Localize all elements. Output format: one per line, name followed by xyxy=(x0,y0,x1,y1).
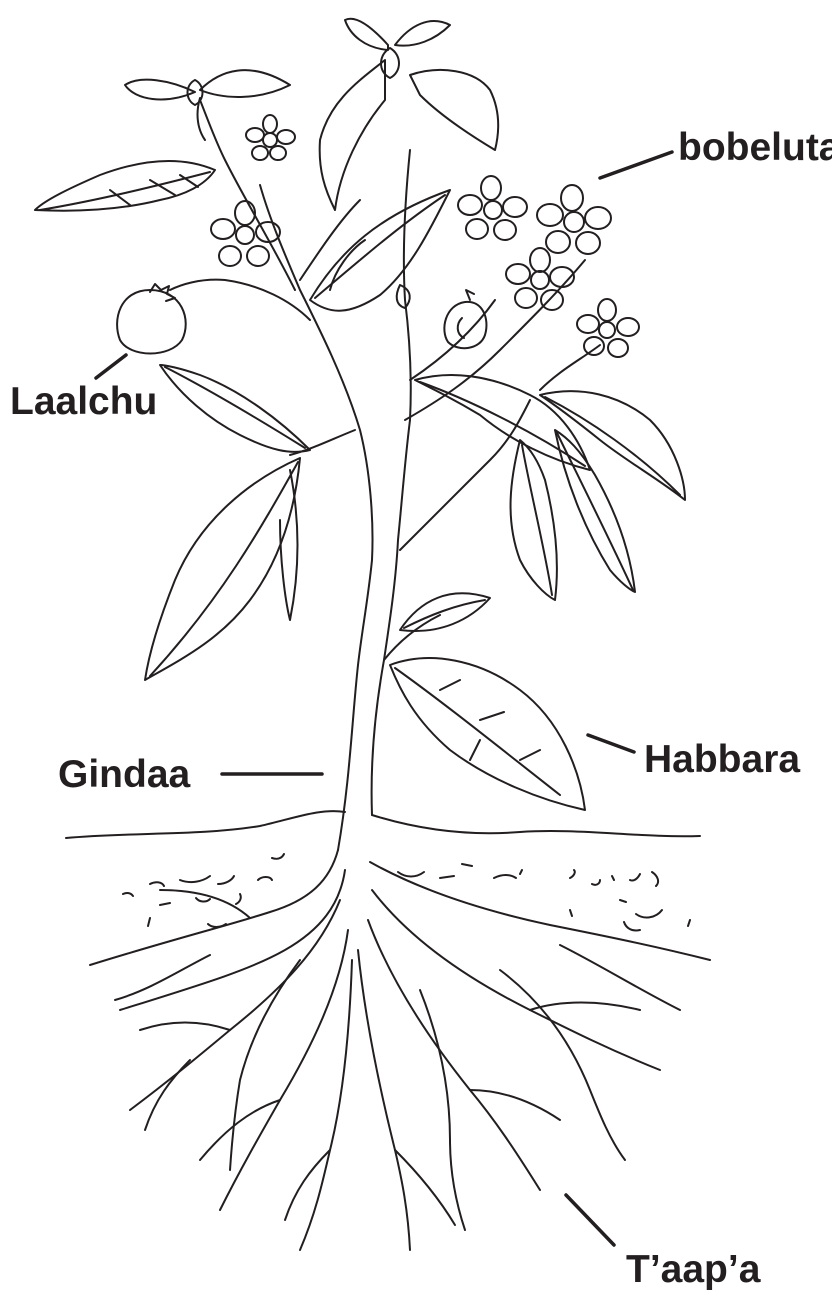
flower-label: bobeluta xyxy=(678,128,832,167)
fruit-label: Laalchu xyxy=(10,382,157,421)
flower-pointer xyxy=(600,152,672,178)
flower xyxy=(458,176,527,240)
flower xyxy=(246,115,295,160)
leaf-pointer xyxy=(588,735,634,752)
flower xyxy=(537,185,611,254)
fruit-pointer xyxy=(96,355,126,378)
flower xyxy=(211,201,280,266)
branches xyxy=(170,100,600,660)
leaf-label: Habbara xyxy=(644,740,800,779)
main-stem xyxy=(260,150,411,850)
ground-line xyxy=(66,811,700,838)
roots xyxy=(90,850,710,1250)
soil-specks xyxy=(123,854,690,931)
flower xyxy=(506,248,574,310)
root-pointer xyxy=(566,1195,614,1245)
flowers xyxy=(188,48,640,357)
stem-label: Gindaa xyxy=(58,755,190,794)
flower xyxy=(577,299,639,357)
root-label: T’aap’a xyxy=(626,1250,760,1289)
